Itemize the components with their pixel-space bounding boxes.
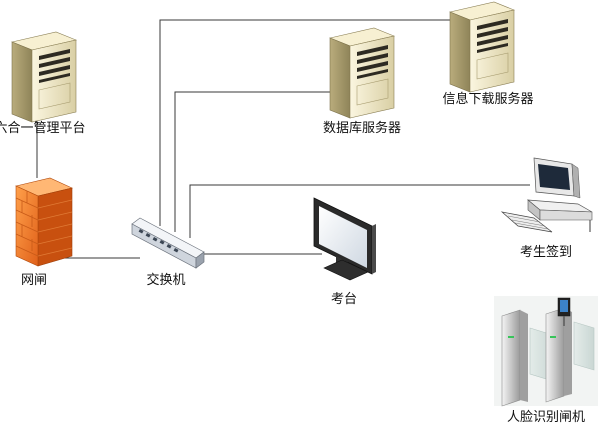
network-switch-icon	[131, 217, 205, 269]
label-checkin: 考生签到	[520, 244, 572, 260]
label-info-server: 信息下载服务器	[442, 91, 533, 107]
label-face-gate: 人脸识别闸机	[507, 410, 585, 425]
desktop-computer-icon	[500, 157, 593, 233]
label-switch: 交换机	[146, 272, 185, 288]
link-switch-to-info-server	[159, 19, 452, 226]
label-db-server: 数据库服务器	[323, 120, 401, 136]
server-tower-icon	[328, 27, 396, 119]
connection-lines	[36, 19, 591, 259]
node-labels: 六合一管理平台 数据库服务器 信息下载服务器 网闸 交换机 考台 考生签到 人脸…	[0, 91, 585, 425]
server-tower-icon	[10, 31, 78, 123]
label-mgmt-platform: 六合一管理平台	[0, 121, 86, 136]
link-switch-to-checkin	[189, 184, 530, 238]
server-tower-icon	[448, 1, 516, 93]
face-recognition-turnstile-icon	[494, 296, 598, 407]
label-exam-desk: 考台	[331, 292, 357, 307]
firewall-icon	[15, 177, 73, 267]
label-gateway: 网闸	[21, 273, 47, 288]
link-switch-to-db-server	[174, 91, 332, 232]
lcd-monitor-icon	[313, 197, 376, 281]
